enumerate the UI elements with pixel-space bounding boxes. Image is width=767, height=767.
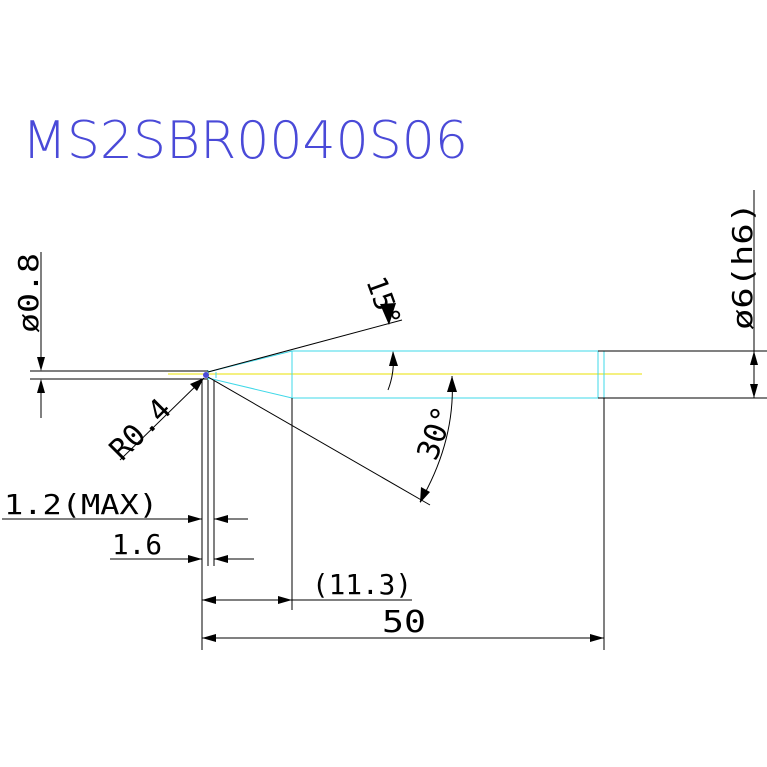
length-flute-label: 1.6 <box>112 528 162 561</box>
part-number-title: MS2SBR0040S06 <box>22 111 468 171</box>
shank-outline <box>598 350 767 399</box>
overall-length-label: 50 <box>382 605 426 640</box>
angle-15-dimension: 15° <box>207 272 431 506</box>
angle-15-label: 15° <box>359 272 407 331</box>
overall-length-dimension: 50 <box>202 605 604 642</box>
radius-dimension: R0.4 <box>103 377 205 468</box>
length-extension-lines <box>201 380 605 650</box>
tip-diameter-dimension: ø0.8 <box>12 252 208 418</box>
length-neck-dimension: (11.3) <box>202 568 412 604</box>
ball-tip <box>203 372 209 378</box>
length-max-dimension: 1.2(MAX) <box>2 488 248 523</box>
length-flute-dimension: 1.6 <box>110 528 254 563</box>
radius-label: R0.4 <box>103 392 179 468</box>
shank-diameter-dimension: ø6(h6) <box>726 190 759 398</box>
angle-30-label: 30° <box>411 402 462 465</box>
length-neck-label: (11.3) <box>312 568 412 601</box>
tip-diameter-label: ø0.8 <box>12 253 45 333</box>
length-max-label: 1.2(MAX) <box>4 488 158 521</box>
shank-diameter-label: ø6(h6) <box>726 202 759 330</box>
